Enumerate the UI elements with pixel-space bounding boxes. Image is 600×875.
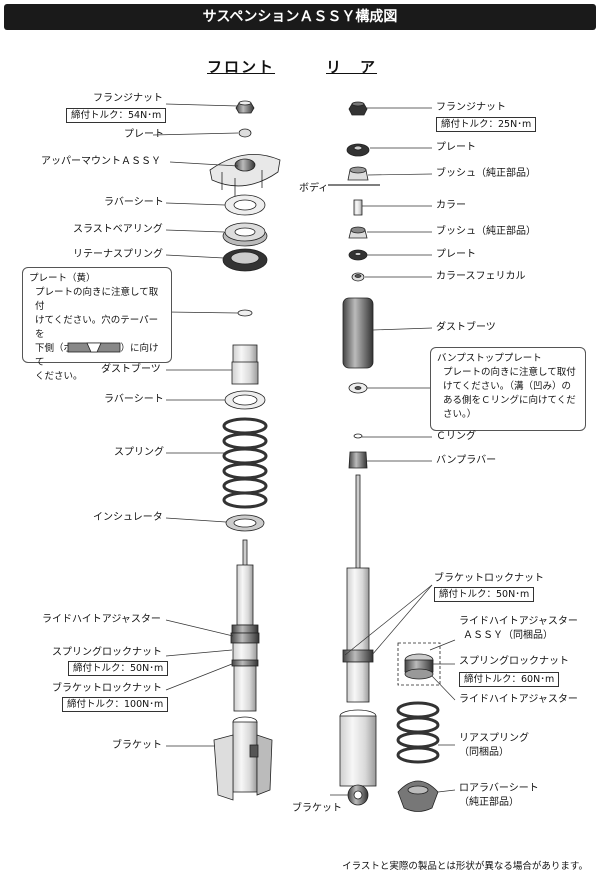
rear-lower-rubber-seat-label: ロアラバーシート — [459, 783, 539, 794]
front-ride-height-adjuster-label: ライドハイトアジャスター — [42, 614, 161, 625]
rear-note-body: プレートの向きに注意して取付 けてください。（溝（凹み）の ある側をＣリングに向… — [443, 367, 576, 420]
rear-dust-boot — [342, 297, 374, 369]
rear-ride-height-adjuster-label: ライドハイトアジャスター — [459, 694, 578, 705]
front-bracket-lock-nut-torque: 締付トルク：100N･m — [62, 697, 169, 712]
front-bracket — [213, 716, 273, 801]
rear-body-label: ボディ — [299, 183, 329, 194]
front-dust-boot — [231, 344, 259, 385]
rear-spring-label: リアスプリング — [459, 733, 529, 744]
front-rubber-seat — [224, 194, 266, 216]
front-bracket-lock-nut-label: ブラケットロックナット — [52, 683, 162, 694]
rear-flange-nut — [348, 101, 368, 116]
rear-bump-stop-note: バンプストッププレート プレートの向きに注意して取付 けてください。（溝（凹み）… — [430, 347, 586, 431]
front-retainer-spring — [222, 248, 268, 272]
rear-bracket-label: ブラケット — [292, 803, 342, 814]
rear-plate-2 — [348, 249, 368, 261]
front-spring-label: スプリング — [114, 447, 164, 458]
rear-bump-rubber — [348, 451, 368, 469]
rear-bush-label: ブッシュ（純正部品） — [436, 168, 536, 179]
front-thrust-bearing-label: スラストベアリング — [73, 224, 163, 235]
rear-c-ring — [353, 433, 363, 439]
rear-collar-label: カラー — [436, 200, 466, 211]
front-dust-boot-label: ダストブーツ — [101, 364, 161, 375]
front-plate-note: プレート（黄） プレートの向きに注意して取付 けてください。穴のテーパーを 下側… — [22, 267, 172, 382]
rear-c-ring-label: Ｃリング — [436, 431, 476, 442]
rear-plate-label: プレート — [436, 142, 476, 153]
front-strut-body — [230, 539, 260, 712]
rear-bracket-lock-nut-torque: 締付トルク：50N･m — [434, 587, 535, 602]
front-spring-lock-nut-torque: 締付トルク：50N･m — [68, 661, 169, 676]
front-plate-label: プレート — [124, 129, 164, 140]
front-rubber-seat-label: ラバーシート — [104, 197, 164, 208]
front-note-plate-icon — [67, 342, 121, 353]
front-spring-lock-nut-label: スプリングロックナット — [52, 647, 162, 658]
front-insulator-label: インシュレータ — [93, 512, 163, 523]
rear-dust-boot-label: ダストブーツ — [436, 322, 496, 333]
rear-bush-2 — [348, 226, 368, 239]
rear-spring-label-2: （同梱品） — [459, 747, 509, 758]
rear-adjuster-assy-label-2: ＡＳＳＹ（同梱品） — [463, 630, 553, 641]
disclaimer-footer: イラストと実際の製品とは形状が異なる場合があります。 — [342, 861, 588, 872]
rear-spring — [396, 701, 440, 764]
rear-lower-rubber-seat-label-2: （純正部品） — [459, 797, 519, 808]
front-flange-nut-label: フランジナット — [93, 93, 163, 104]
front-spring — [222, 417, 268, 509]
front-flange-nut — [235, 100, 255, 114]
rear-collar-spherical-label: カラースフェリカル — [436, 271, 526, 282]
front-plate — [238, 128, 252, 138]
front-thrust-bearing — [222, 222, 268, 247]
rear-flange-nut-label: フランジナット — [436, 102, 506, 113]
front-upper-mount-label: アッパーマウントＡＳＳＹ — [41, 156, 161, 167]
front-retainer-spring-label: リテーナスプリング — [73, 249, 163, 260]
rear-collar-spherical — [351, 272, 365, 282]
rear-bush-2-label: ブッシュ（純正部品） — [436, 226, 536, 237]
rear-bump-rubber-label: バンプラバー — [436, 455, 497, 466]
rear-lower-rubber-seat — [397, 780, 439, 812]
rear-header: リ ア — [326, 58, 378, 76]
rear-bush — [347, 166, 369, 181]
rear-plate — [346, 143, 370, 157]
front-header: フロント — [207, 58, 276, 76]
rear-plate-2-label: プレート — [436, 249, 476, 260]
front-upper-mount — [209, 154, 281, 196]
front-rubber-seat-2 — [224, 390, 266, 410]
rear-flange-nut-torque: 締付トルク：25N･m — [436, 117, 537, 132]
rear-spring-lock-nut-label: スプリングロックナット — [459, 656, 569, 667]
front-note-title: プレート（黄） — [29, 273, 96, 284]
rear-bracket-lock-nut-label: ブラケットロックナット — [434, 573, 544, 584]
front-insulator — [225, 514, 265, 532]
front-note-plate — [237, 309, 253, 317]
rear-bracket — [339, 709, 377, 806]
rear-bump-stop-plate — [348, 382, 368, 394]
rear-adjuster-assy — [404, 653, 434, 680]
front-rubber-seat-2-label: ラバーシート — [104, 394, 164, 405]
rear-note-title: バンプストッププレート — [437, 353, 542, 364]
rear-collar — [353, 199, 363, 216]
front-bracket-label: ブラケット — [112, 740, 162, 751]
rear-spring-lock-nut-torque: 締付トルク：60N･m — [459, 672, 560, 687]
front-flange-nut-torque: 締付トルク：54N･m — [66, 108, 167, 123]
title-banner: サスペンションＡＳＳＹ構成図 — [4, 4, 596, 30]
rear-shock-body — [342, 474, 374, 703]
rear-adjuster-assy-label: ライドハイトアジャスター — [459, 616, 578, 627]
